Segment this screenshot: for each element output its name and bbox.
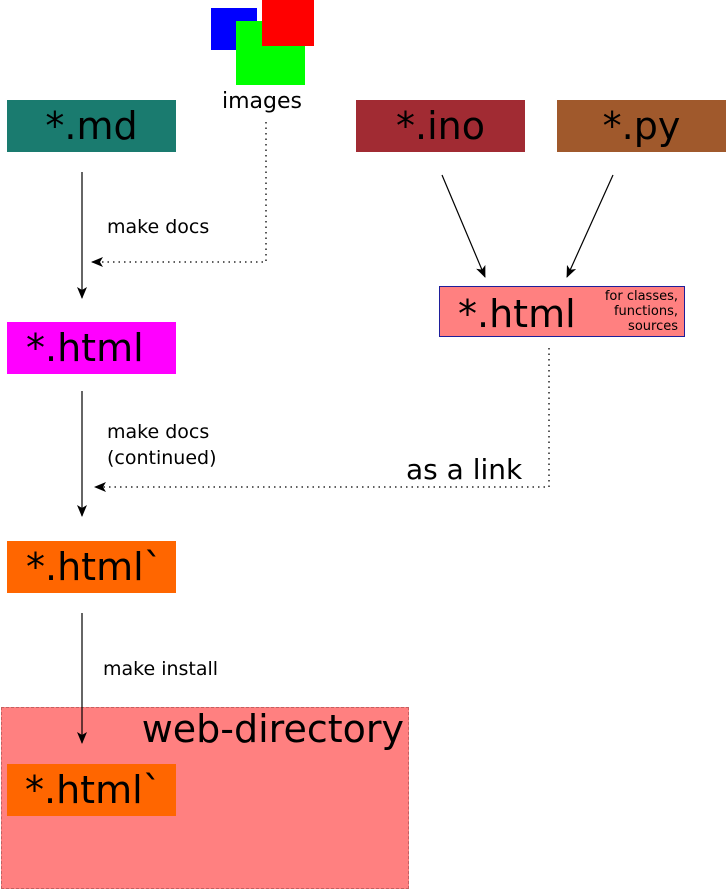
html-api-note: for classes, functions, sources bbox=[605, 289, 678, 334]
py-node: *.py bbox=[557, 100, 726, 152]
arrow-html-api-as-link bbox=[94, 348, 550, 492]
arrow-ino-to-html-api bbox=[441, 174, 486, 278]
md-node: *.md bbox=[7, 100, 176, 152]
make-docs-continued-label-2: (continued) bbox=[107, 447, 217, 469]
web-directory: web-directory *.html` bbox=[1, 707, 409, 889]
web-directory-html-node-label: *.html` bbox=[25, 768, 162, 812]
make-docs-continued-label-1: make docs bbox=[107, 421, 210, 443]
html-api-node: *.html for classes, functions, sources bbox=[439, 286, 685, 337]
make-install-label: make install bbox=[103, 658, 219, 680]
red-square bbox=[262, 0, 314, 46]
html-api-node-label: *.html bbox=[458, 292, 576, 336]
html-node: *.html bbox=[7, 322, 176, 374]
html-api-note-line-1: for classes, bbox=[604, 289, 678, 304]
web-directory-label: web-directory bbox=[141, 707, 404, 751]
py-node-label: *.py bbox=[602, 104, 681, 148]
arrow-py-to-html-api bbox=[566, 174, 614, 278]
html-api-note-line-2: functions, bbox=[613, 304, 678, 319]
images-icon bbox=[211, 0, 314, 86]
html-api-note-line-3: sources bbox=[628, 319, 678, 334]
md-node-label: *.md bbox=[45, 104, 138, 148]
arrow-images-to-make-docs bbox=[91, 122, 267, 267]
images-label: images bbox=[222, 89, 302, 114]
as-a-link-label: as a link bbox=[406, 453, 523, 486]
html-processed-node: *.html` bbox=[7, 541, 176, 593]
web-directory-html-node: *.html` bbox=[7, 764, 176, 816]
ino-node: *.ino bbox=[356, 100, 525, 152]
make-docs-label: make docs bbox=[107, 216, 210, 238]
ino-node-label: *.ino bbox=[396, 104, 485, 148]
html-node-label: *.html bbox=[26, 326, 144, 370]
html-processed-node-label: *.html` bbox=[26, 545, 163, 589]
